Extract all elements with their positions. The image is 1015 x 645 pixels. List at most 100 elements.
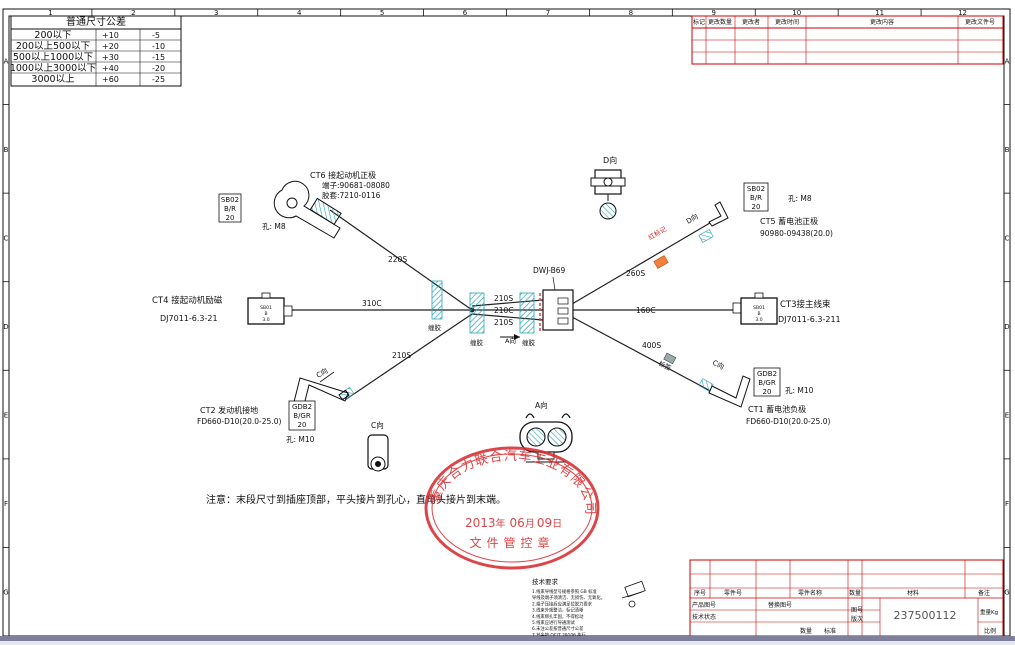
ct6-title: CT6 接起动机正极	[310, 170, 376, 180]
dim-210-b: 210S	[494, 318, 513, 327]
ct6-tag-size: 20	[226, 214, 235, 222]
tb-h-qty: 数量	[849, 589, 861, 597]
red-mark-band	[653, 255, 669, 269]
ct6-wire-tag: SB02 B/R 20	[218, 193, 242, 223]
grid-col-label: 8	[629, 9, 633, 17]
stamp-year: 2013	[465, 516, 496, 530]
sleeve-3	[519, 292, 535, 334]
tb-map: 图号	[851, 607, 863, 614]
ct1-part: FD660-D10(20.0-25.0)	[746, 417, 830, 426]
tech-req-line: 导线及端子须清洁、无损伤、无氧化。	[532, 594, 605, 601]
ct5-terminal	[708, 201, 729, 227]
pvc-label-2: 缠胶	[470, 338, 484, 347]
revision-table: 标记 更改数量 更改者 更改时间 更改内容 更改文件号	[691, 15, 1004, 65]
tech-req-line: 4.线束绑扎牢固，不得松动	[532, 613, 584, 620]
ct2-tag-code: GDB2	[292, 403, 312, 411]
tb-h-mat: 材料	[907, 589, 919, 597]
ct5-view-label: D向	[685, 212, 700, 226]
grid-col-label: 6	[463, 9, 468, 17]
grid-col-label: 7	[546, 9, 550, 17]
ct6-hole: 孔: M8	[262, 222, 286, 231]
ct6-sheath-no: 胶套:7210-0116	[322, 190, 381, 200]
tech-req-lines: 1.线束导线型号规格参照 GB 标准 导线及端子须清洁、无损伤、无氧化。2.端子…	[532, 588, 605, 638]
grid-row-label-right: C	[1005, 234, 1010, 242]
a-view-title: A向	[535, 400, 548, 410]
tech-req-line: 7.其余按 QC/T 29106 执行	[532, 631, 587, 638]
tech-req-line: 2.端子压接后应满足拉脱力要求	[532, 600, 593, 607]
ct1-hole: 孔: M10	[785, 386, 814, 395]
stamp-bottom: 文件管控章	[469, 535, 554, 550]
tech-requirements: 技术要求 1.线束导线型号规格参照 GB 标准 导线及端子须清洁、无损伤、无氧化…	[532, 577, 646, 638]
ct1-view-label: C向	[711, 358, 726, 372]
wire-ct2	[344, 313, 473, 401]
rev-h-time: 更改时间	[775, 18, 799, 26]
grid-col-label: 11	[875, 9, 884, 17]
tolerance-plus: +10	[102, 31, 119, 40]
ct1-terminal	[708, 375, 751, 408]
ct3-chip-2: B	[757, 311, 760, 317]
window-bottom-edge	[0, 636, 1015, 641]
red-mark-label: 红标记	[647, 224, 669, 242]
tech-req-line: 5.线束应进行导通测试	[532, 619, 575, 626]
wires	[292, 209, 733, 401]
rev-h-content: 更改内容	[870, 18, 894, 26]
view-a-label: A向	[505, 336, 516, 345]
tolerance-range: 3000以上	[31, 74, 75, 85]
tb-h-seq: 序号	[694, 589, 706, 597]
tech-req-title: 技术要求	[532, 577, 559, 586]
black-mark-band	[663, 352, 677, 365]
grid-row-label-right: E	[1005, 412, 1009, 420]
ct4-chip-2: B	[264, 311, 267, 317]
ct5-title: CT5 蓄电池正极	[760, 216, 818, 226]
grid-row-label-right: D	[1004, 323, 1009, 331]
grid-row-label-left: A	[4, 57, 9, 65]
sleeve-1	[431, 280, 443, 320]
rev-h-file: 更改文件号	[965, 18, 995, 26]
stamp-day: 09	[537, 516, 552, 530]
c-view-detail	[367, 434, 389, 472]
grid-col-label: 4	[297, 9, 302, 17]
view-a-arrowhead	[514, 334, 520, 340]
tb-h-name: 零件名称	[798, 589, 822, 597]
ct2-view-label: C向	[315, 366, 330, 380]
ct6-labels: CT6 接起动机正极 端子:90681-08080 胶套:7210-0116 孔…	[262, 170, 390, 231]
grid-row-label-left: B	[4, 146, 9, 154]
tech-req-line: 3.线束外观整洁，标记清晰	[532, 607, 584, 614]
grid-row-label-left: F	[4, 500, 8, 508]
rev-h-qty: 更改数量	[708, 18, 732, 26]
stamp-year-unit: 年	[496, 517, 506, 530]
tolerance-minus: -5	[152, 31, 160, 40]
stamp-month: 06	[510, 516, 525, 530]
ct3-plug: SB01 B 3.0	[732, 292, 778, 325]
ct2-tag-color: B/GR	[293, 412, 311, 420]
ct4-title: CT4 接起动机励磁	[152, 295, 223, 306]
tb-tech-state: 技术状态	[692, 613, 716, 621]
grid-row-label-right: F	[1005, 500, 1009, 508]
dimension-labels: 220S 310C 210S 210S 210C 210S 260S 160C …	[362, 255, 661, 360]
grid-row-label-left: D	[3, 323, 8, 331]
tolerance-minus: -20	[152, 64, 165, 73]
fuse-box: DWJ-B69	[533, 266, 574, 331]
rev-h-mark: 标记	[693, 18, 705, 26]
grid-col-label: 3	[214, 9, 218, 17]
ct3-chip-3: 3.0	[755, 317, 762, 323]
ct4-chip-3: 3.0	[262, 317, 269, 323]
ct5-tag-color: B/R	[750, 194, 762, 202]
ct5-wire-tag: SB02 B/R 20	[743, 182, 769, 212]
grid-col-label: 10	[792, 9, 801, 17]
d-view-detail	[590, 169, 626, 220]
tb-h-note: 备注	[978, 589, 990, 597]
pvc-label-1: 缠胶	[428, 323, 442, 332]
tolerance-minus: -25	[152, 75, 165, 84]
tech-req-line: 1.线束导线型号规格参照 GB 标准	[532, 588, 597, 595]
tolerance-range: 1000以上3000以下	[10, 63, 96, 74]
ct1-tag-size: 20	[763, 388, 772, 396]
ct3-chip-1: SB01	[753, 305, 765, 311]
ct1-tag-color: B/GR	[758, 379, 776, 387]
ct5-part: 90980-09438(20.0)	[760, 229, 833, 238]
ct3-part: DJ7011-6.3-211	[778, 315, 841, 324]
tech-req-sketch	[621, 580, 646, 608]
ct1-tag-code: GDB2	[757, 370, 777, 378]
